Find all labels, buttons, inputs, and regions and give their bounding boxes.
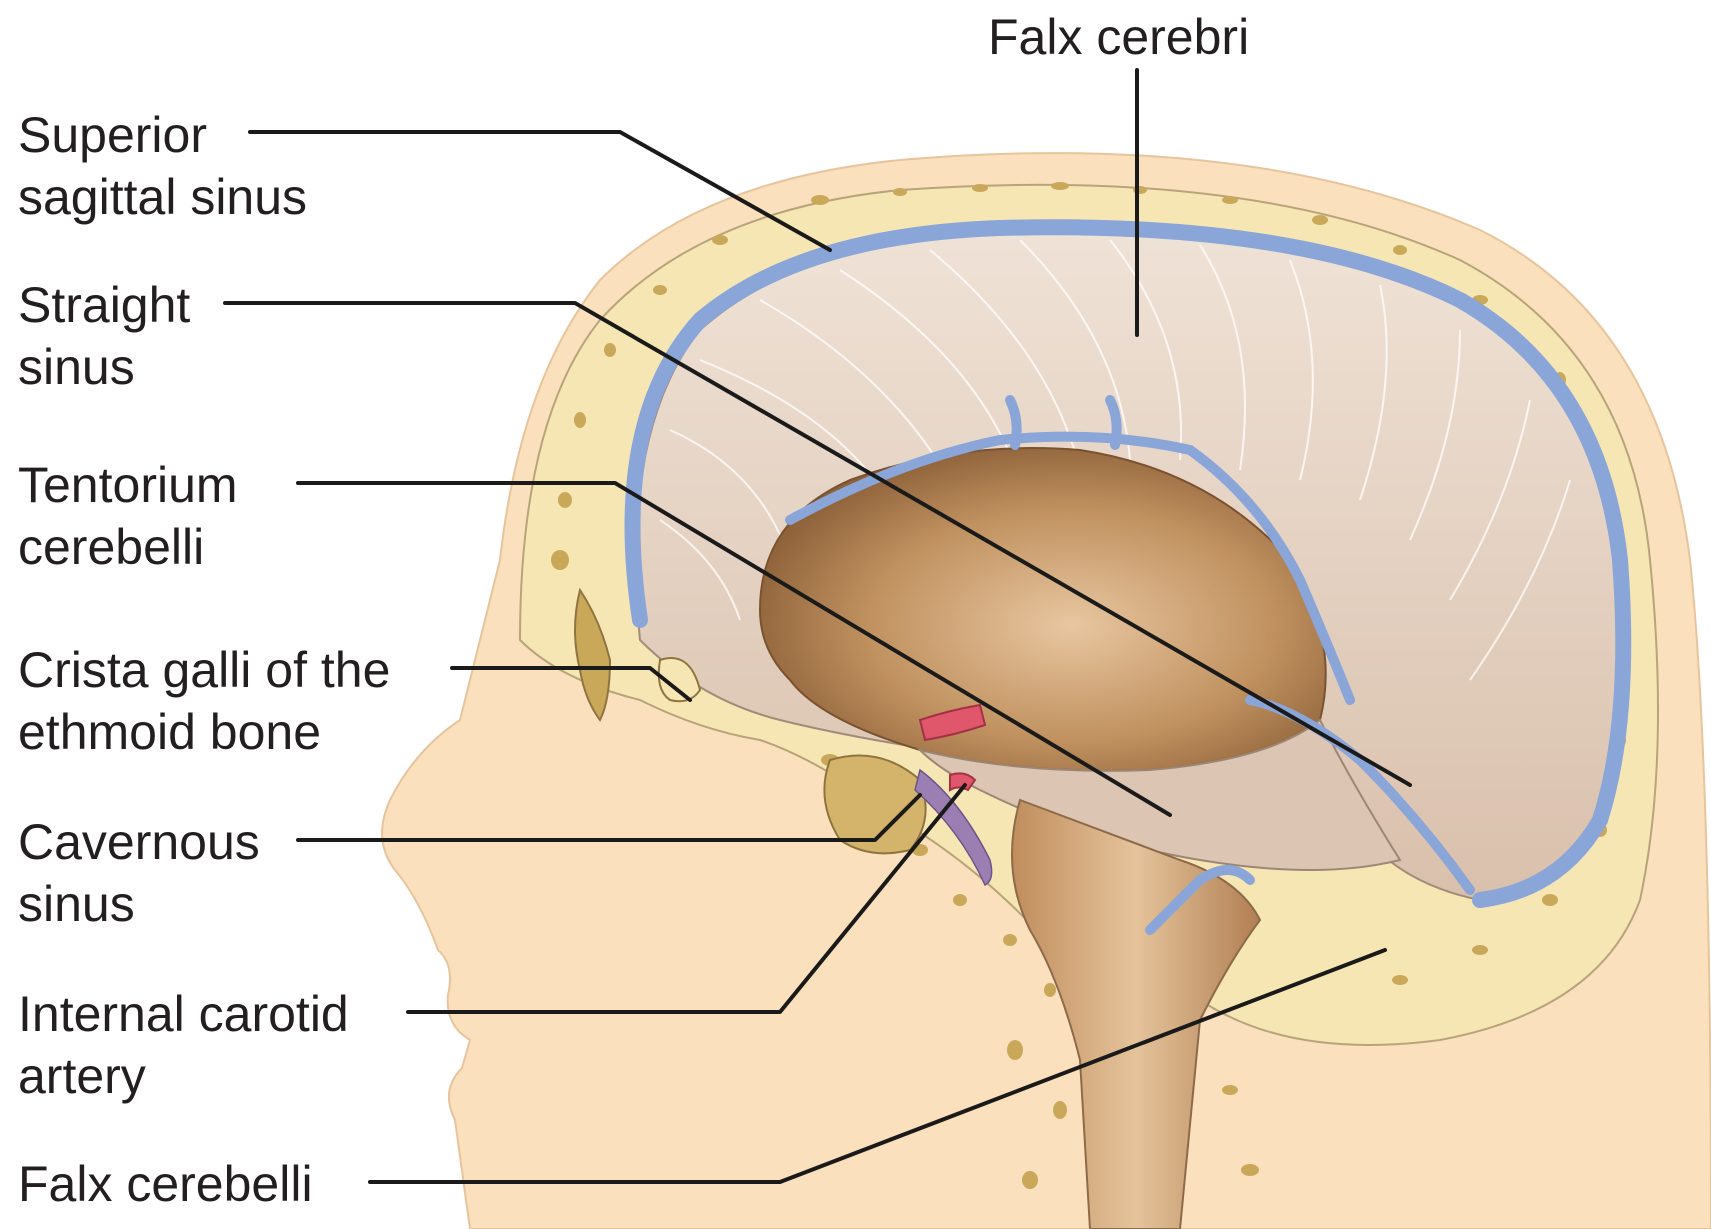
label-line: Cavernous [18, 811, 260, 873]
label-crista-galli: Crista galli of the ethmoid bone [18, 639, 390, 763]
label-line: Tentorium [18, 454, 238, 516]
label-superior-sagittal-sinus: Superior sagittal sinus [18, 104, 307, 228]
label-line: ethmoid bone [18, 701, 390, 763]
label-straight-sinus: Straight sinus [18, 274, 190, 398]
label-line: cerebelli [18, 516, 238, 578]
label-falx-cerebelli: Falx cerebelli [18, 1153, 313, 1215]
label-line: artery [18, 1045, 349, 1107]
label-line: Internal carotid [18, 983, 349, 1045]
label-internal-carotid-artery: Internal carotid artery [18, 983, 349, 1107]
label-line: sinus [18, 336, 190, 398]
label-line: Superior [18, 104, 307, 166]
label-line: Straight [18, 274, 190, 336]
label-line: sagittal sinus [18, 166, 307, 228]
label-cavernous-sinus: Cavernous sinus [18, 811, 260, 935]
label-line: Crista galli of the [18, 639, 390, 701]
label-falx-cerebri: Falx cerebri [988, 6, 1249, 68]
label-tentorium-cerebelli: Tentorium cerebelli [18, 454, 238, 578]
label-line: sinus [18, 873, 260, 935]
